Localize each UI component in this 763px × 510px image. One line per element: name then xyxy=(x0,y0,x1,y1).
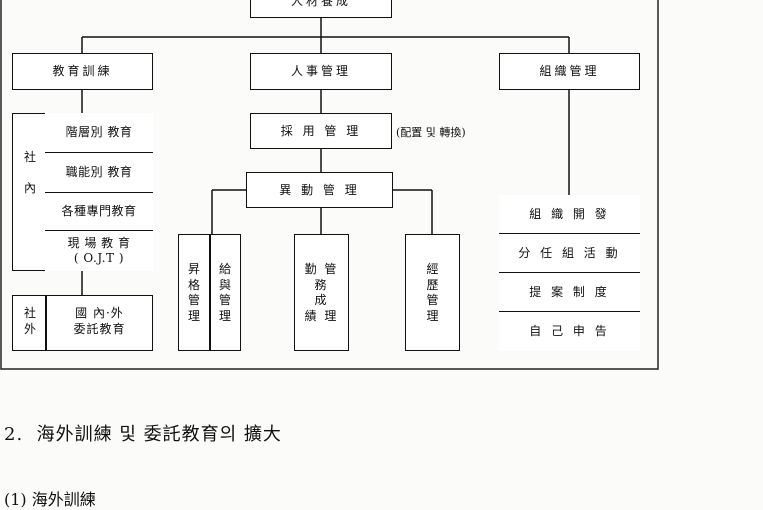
org-item-development: 組 織 開 發 xyxy=(499,195,640,234)
edu-item-external: 國 內·外 委託教育 xyxy=(73,306,126,336)
career-box xyxy=(405,234,460,351)
recruitment-box: 採 用 管 理 xyxy=(250,113,392,149)
organization-management-box: 組織管理 xyxy=(499,53,640,90)
edu-item-special: 各種專門教育 xyxy=(45,193,153,231)
transfer-box: 異 動 管 理 xyxy=(246,172,393,208)
attendance-box xyxy=(294,234,349,351)
external-label: 社 外 xyxy=(23,306,36,336)
career-management: 經 歷 管 理 xyxy=(426,262,439,323)
edu-item-function: 職能別 教育 xyxy=(45,153,153,193)
section-heading: 2. 海外訓練 및 委託教育의 擴大 xyxy=(4,424,282,445)
edu-item-hierarchy: 階層別 教育 xyxy=(45,113,153,153)
org-item-suggestion: 提 案 制 度 xyxy=(499,273,640,312)
promotion-salary-divider xyxy=(209,234,211,351)
attendance-performance: 勤 管 務 成 績 理 xyxy=(304,262,339,323)
personnel-management-box: 人事管理 xyxy=(250,53,392,90)
org-item-small-group: 分 任 組 活 動 xyxy=(499,234,640,273)
edu-item-ojt: 現 場 教 育 ( O.J.T ) xyxy=(45,231,153,271)
org-item-self-report: 自 己 申 告 xyxy=(499,312,640,351)
external-divider xyxy=(45,295,47,351)
external-group-frame xyxy=(12,295,153,351)
internal-label: 社 內 xyxy=(23,150,36,196)
recruitment-note: (配置 및 轉換) xyxy=(396,126,466,139)
subsection-heading: (1) 海外訓練 xyxy=(4,490,96,509)
top-box: 人材養成 xyxy=(250,0,392,18)
education-training-box: 教育訓練 xyxy=(12,53,153,90)
promotion-management: 昇 格 管 理 xyxy=(187,262,200,323)
salary-management: 給 與 管 理 xyxy=(218,262,231,323)
